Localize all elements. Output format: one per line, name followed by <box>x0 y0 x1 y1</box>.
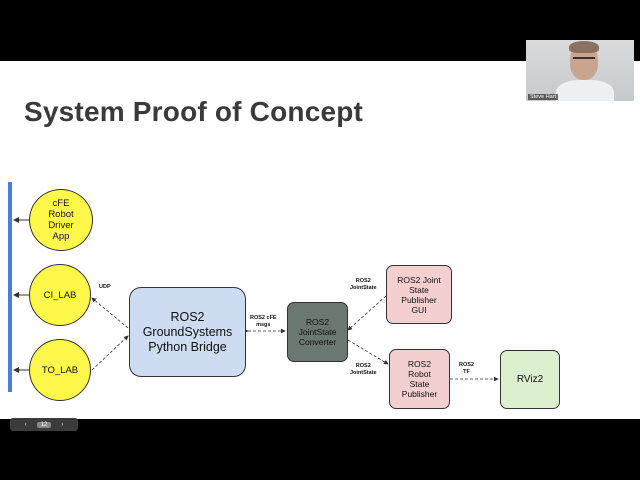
arrow-to-to-bridge <box>91 335 129 371</box>
participant-name-label: Steve Hart <box>528 94 558 100</box>
node-to-lab: TO_LAB <box>29 339 91 401</box>
chevron-right-icon[interactable]: › <box>61 421 64 428</box>
edge-label-udp: UDP <box>99 284 111 290</box>
edge-label-tf: ROS2 TF <box>459 362 474 375</box>
node-joint-state-publisher-gui: ROS2 Joint State Publisher GUI <box>386 265 452 324</box>
node-rviz2: RViz2 <box>500 350 560 409</box>
left-bus-bar <box>8 182 12 392</box>
participant-glasses <box>573 57 595 63</box>
arrow-converter-to-rsp <box>347 339 389 365</box>
edge-label-jointstate-bottom: ROS2 JointState <box>350 363 377 376</box>
edge-label-cfe-msgs: ROS2 cFE msgs <box>250 315 277 328</box>
node-groundsystems-bridge: ROS2 GroundSystems Python Bridge <box>129 287 246 377</box>
participant-shirt <box>556 80 614 101</box>
node-cfe-robot-driver-app: cFE Robot Driver App <box>29 189 93 251</box>
slide-pager[interactable]: ‹ 12 › <box>10 418 78 431</box>
page-number: 12 <box>36 421 52 428</box>
chevron-left-icon[interactable]: ‹ <box>24 421 27 428</box>
slide-title: System Proof of Concept <box>24 96 364 127</box>
node-ci-lab: CI_LAB <box>29 264 91 326</box>
participant-hair <box>569 41 599 53</box>
node-jointstate-converter: ROS2 JointState Converter <box>287 302 348 362</box>
arrow-gui-to-converter <box>347 295 387 331</box>
participant-video-tile[interactable]: Steve Hart <box>526 40 634 101</box>
edge-label-jointstate-top: ROS2 JointState <box>350 278 377 291</box>
node-robot-state-publisher: ROS2 Robot State Publisher <box>389 349 450 409</box>
arrow-bridge-to-ci <box>91 297 129 329</box>
